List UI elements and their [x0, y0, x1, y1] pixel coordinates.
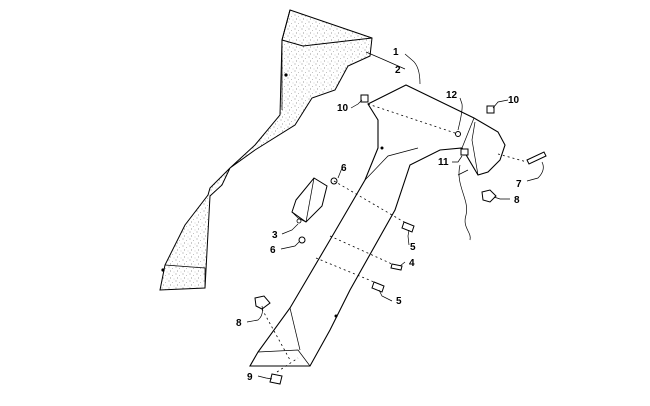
nut-10-right [486, 105, 495, 114]
callout-2: 2 [395, 65, 401, 76]
callout-5b: 5 [396, 296, 402, 307]
screw-5-lower [371, 281, 385, 293]
screw-9 [269, 373, 283, 385]
nut-11 [460, 148, 469, 156]
callout-12: 12 [446, 90, 458, 101]
screw-12 [455, 131, 461, 137]
leader-lines [246, 51, 544, 380]
callout-10a: 10 [337, 103, 349, 114]
callout-8a: 8 [514, 195, 520, 206]
callout-5a: 5 [410, 242, 416, 253]
callout-10b: 10 [508, 95, 520, 106]
fasteners [254, 94, 547, 385]
clip-8-right [481, 189, 497, 203]
bolt-7 [526, 151, 547, 165]
clip-8-left [254, 295, 271, 310]
callout-9: 9 [247, 372, 253, 383]
guard-part-1 [249, 84, 506, 367]
rivet-4 [390, 263, 403, 271]
callout-4: 4 [409, 258, 415, 269]
callout-8b: 8 [236, 318, 242, 329]
callout-6b: 6 [270, 245, 276, 256]
latch-spring [457, 164, 471, 241]
nut-6-lower [298, 236, 306, 244]
foam-pad-part-2 [159, 9, 373, 291]
callout-labels: 1 2 3 4 5 5 6 6 7 8 8 9 10 10 11 12 [236, 47, 522, 383]
screw-5-upper [401, 221, 415, 233]
assembly-lines [261, 103, 528, 373]
bracket-part-3 [291, 177, 328, 224]
callout-6a: 6 [341, 163, 347, 174]
callout-1: 1 [393, 47, 399, 58]
callout-7: 7 [516, 179, 522, 190]
nut-10-left [360, 94, 369, 103]
callout-11: 11 [438, 157, 449, 168]
callout-3: 3 [272, 230, 278, 241]
